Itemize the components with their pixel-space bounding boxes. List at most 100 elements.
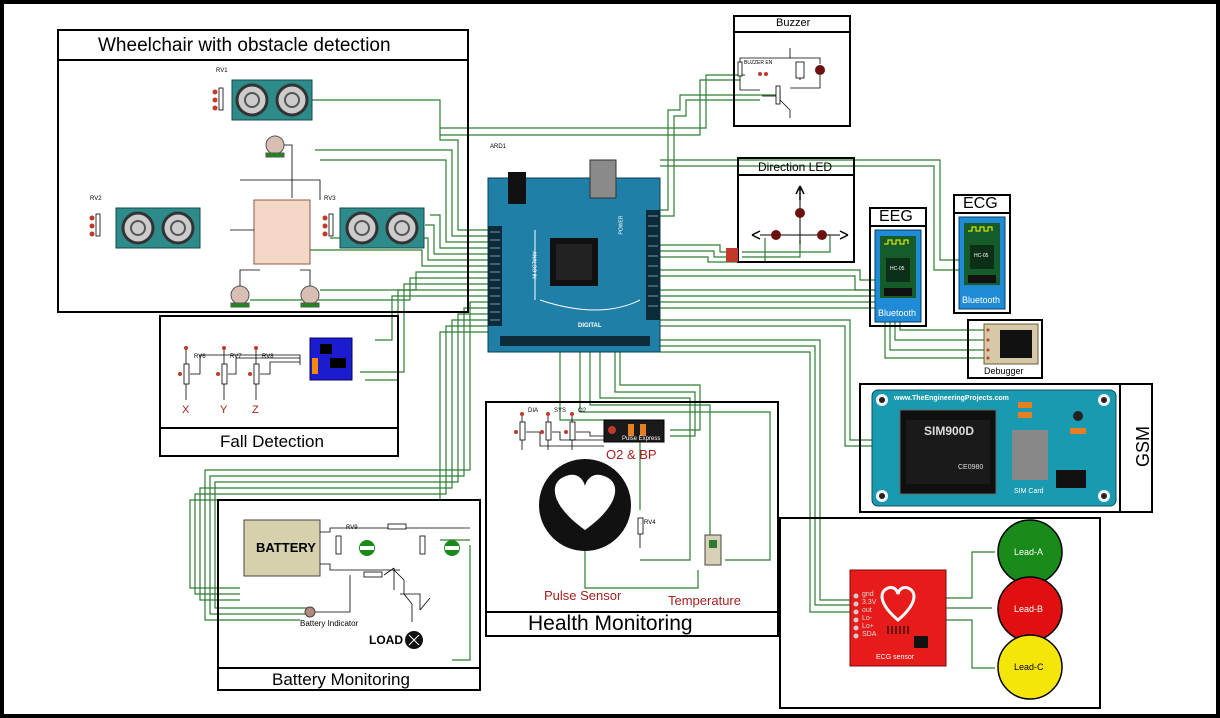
dia-label: DIA: [528, 408, 539, 414]
ultrasonic-sensor-right: [339, 207, 425, 249]
wire: [619, 352, 701, 431]
direction-led-title: Direction LED: [758, 160, 833, 174]
ecg-pin-out: out: [862, 607, 872, 614]
wire: [440, 79, 740, 136]
wire: [312, 99, 488, 231]
ecg-pin-loplus: Lo+: [862, 623, 874, 630]
wire: [315, 149, 488, 237]
rv1-label: RV1: [216, 68, 228, 74]
ecg-pin-sda: SDA: [862, 631, 877, 638]
wire: [452, 545, 471, 661]
rv3-label: RV3: [324, 196, 336, 202]
wire: [614, 352, 696, 437]
wire: [660, 351, 852, 613]
motor-driver: [253, 199, 311, 265]
buzzer-en-label: BUZZER EN: [744, 60, 773, 66]
o2bp-label: O2 & BP: [606, 447, 657, 462]
ultrasonic-sensor-left: [115, 207, 201, 249]
lead-b-label: Lead-B: [1014, 604, 1044, 614]
wire: [660, 159, 960, 261]
ecg-pin-lominus: Lo-: [862, 615, 873, 622]
fall-pots: [183, 346, 301, 400]
sys-label: SYS: [554, 408, 567, 414]
rv6-label: RV6: [194, 354, 206, 360]
ecg-bluetooth-board: [958, 216, 1006, 310]
ce-label: CE0980: [958, 464, 984, 471]
battery-indicator-label: Battery Indicator: [300, 619, 359, 628]
power-jack: [508, 172, 526, 204]
pots-wheelchair: [89, 89, 328, 237]
wire: [660, 325, 875, 447]
wire: [250, 277, 488, 301]
ecg-hc05-label: HC-05: [974, 253, 989, 259]
wire: [660, 339, 852, 601]
wire: [199, 319, 488, 601]
wire: [204, 301, 488, 621]
ultrasonic-sensor-top: [231, 79, 313, 121]
ecg-frame: [953, 194, 1011, 314]
wire: [584, 530, 699, 589]
battery-indicator-led: [304, 606, 316, 618]
load-lamp: [405, 631, 423, 649]
gsm-frame: [859, 383, 1153, 513]
health-pots: [519, 414, 604, 450]
health-title: Health Monitoring: [528, 612, 693, 635]
debugger-frame: [967, 319, 1043, 379]
wire: [320, 271, 488, 291]
o2-label: O2: [578, 408, 587, 414]
wire: [194, 325, 488, 595]
temperature-label: Temperature: [668, 593, 741, 608]
rv4-label: RV4: [644, 520, 656, 526]
power-label: POWER: [618, 215, 625, 235]
wire: [940, 619, 995, 669]
rv7-label: RV7: [230, 354, 242, 360]
arduino-label: ARD1: [490, 144, 507, 150]
wire: [425, 224, 488, 255]
axis-z-label: Z: [252, 404, 259, 416]
battery-meters: [359, 540, 460, 556]
ecg-bt-label: Bluetooth: [962, 295, 1001, 305]
lead-c-circle: [997, 634, 1063, 700]
section-frames: [57, 15, 1153, 709]
mpu-label: MPU6050: [313, 381, 345, 388]
wheelchair-frame: [57, 29, 469, 313]
battery-title: Battery Monitoring: [272, 670, 410, 689]
ecg-title: ECG: [963, 195, 998, 212]
load-label: LOAD: [369, 633, 403, 647]
battery-frame: [217, 499, 481, 691]
wire: [660, 269, 880, 281]
wire: [579, 352, 771, 561]
rv8-label: RV8: [262, 354, 274, 360]
digital-label: DIGITAL: [578, 323, 602, 329]
buzzer-frame: [733, 15, 851, 127]
ecg-pin-gnd: gnd: [862, 591, 874, 598]
battery-cell: [243, 519, 321, 577]
motor-wires: [230, 144, 321, 286]
wire: [660, 99, 760, 217]
eeg-bt-label: Bluetooth: [878, 308, 917, 318]
wire: [430, 214, 488, 249]
ecg-leads: [997, 519, 1063, 700]
pulse-express-label: Pulse Express: [622, 436, 661, 442]
eeg-hc05-label: HC-05: [890, 266, 905, 272]
motors: [230, 135, 320, 308]
sim-card-label: SIM Card: [1014, 488, 1044, 495]
temperature-sensor: [704, 534, 722, 566]
wire: [940, 551, 995, 599]
fall-frame: [159, 315, 399, 457]
pulse-express-module: [603, 419, 665, 443]
wire: [559, 352, 641, 510]
wire: [742, 240, 801, 258]
wire: [660, 319, 875, 441]
wire: [375, 295, 488, 341]
wire: [660, 94, 780, 211]
gsm-site-label: www.TheEngineeringProjects.com: [894, 395, 1009, 402]
axis-y-label: Y: [220, 404, 228, 416]
wire: [742, 238, 766, 263]
wire: [660, 275, 880, 291]
mpu6050-board: [309, 337, 353, 381]
wire: [300, 249, 488, 267]
axis-x-label: X: [182, 404, 190, 416]
